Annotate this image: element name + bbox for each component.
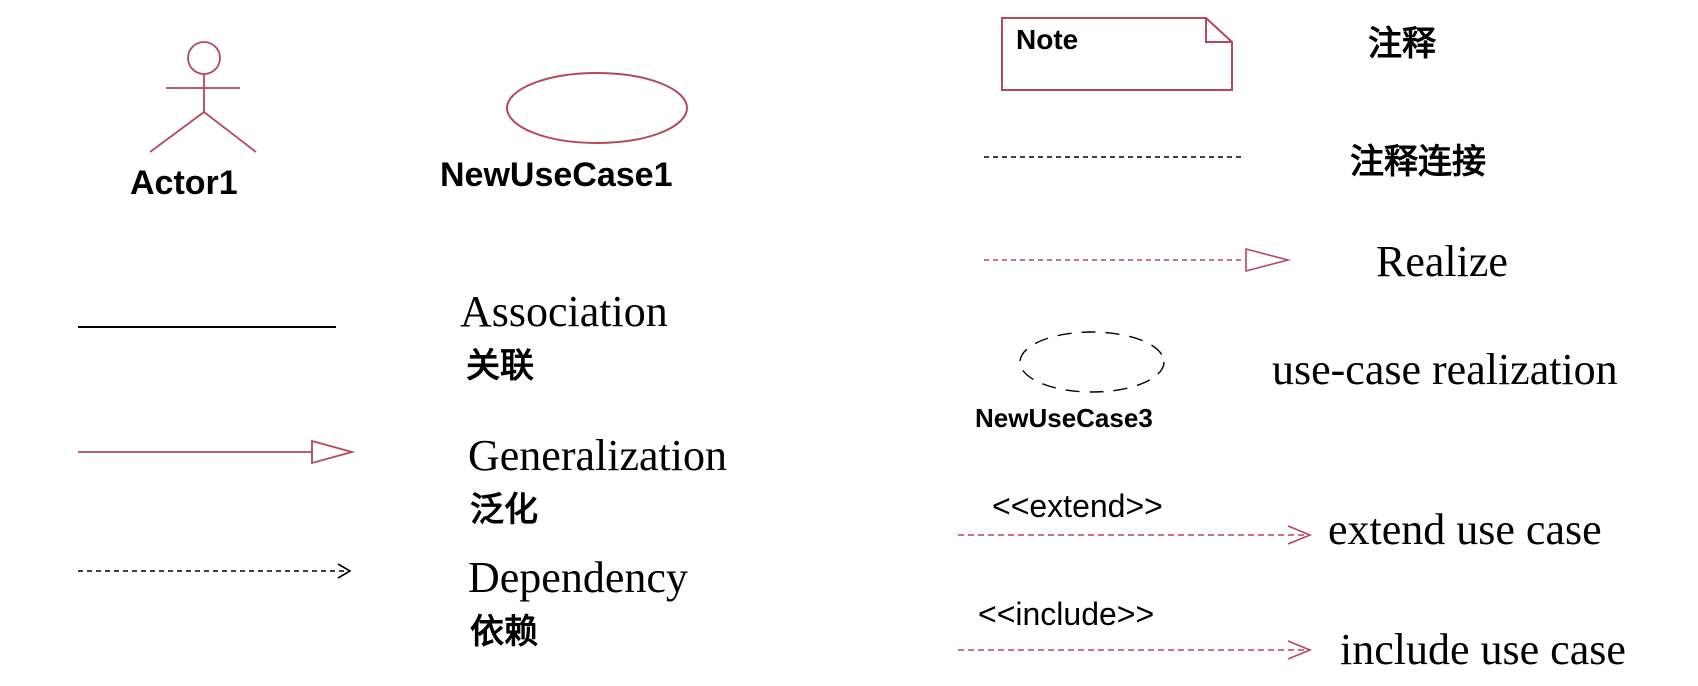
include-arrow [958,640,1313,660]
actor-icon [149,41,257,153]
association-label: Association [460,287,668,336]
actor-label: Actor1 [130,164,238,202]
generalization-label: Generalization [468,431,727,480]
usecase-ellipse [506,72,688,144]
note-link-label-zh: 注释连接 [1350,144,1486,181]
extend-stereotype: <<extend>> [992,488,1163,524]
note-shape [1001,17,1233,91]
usecase-label: NewUseCase1 [440,156,673,194]
usecase-realization-label: use-case realization [1272,345,1618,394]
include-label: include use case [1340,625,1626,674]
note-box-text: Note [1016,24,1079,55]
association-label-zh: 关联 [466,348,534,385]
usecase-realization-name: NewUseCase3 [975,403,1153,433]
extend-label: extend use case [1328,505,1602,554]
include-stereotype: <<include>> [978,596,1155,632]
realize-arrow [984,247,1292,273]
note-label-zh: 注释 [1368,26,1436,63]
generalization-label-zh: 泛化 [470,492,538,529]
dependency-label-zh: 依赖 [470,614,538,651]
extend-arrow [958,525,1313,545]
generalization-arrow [78,439,356,465]
dependency-label: Dependency [468,553,688,602]
dependency-arrow [78,563,352,579]
usecase-realization-ellipse [1019,331,1165,393]
realize-label: Realize [1376,237,1508,286]
